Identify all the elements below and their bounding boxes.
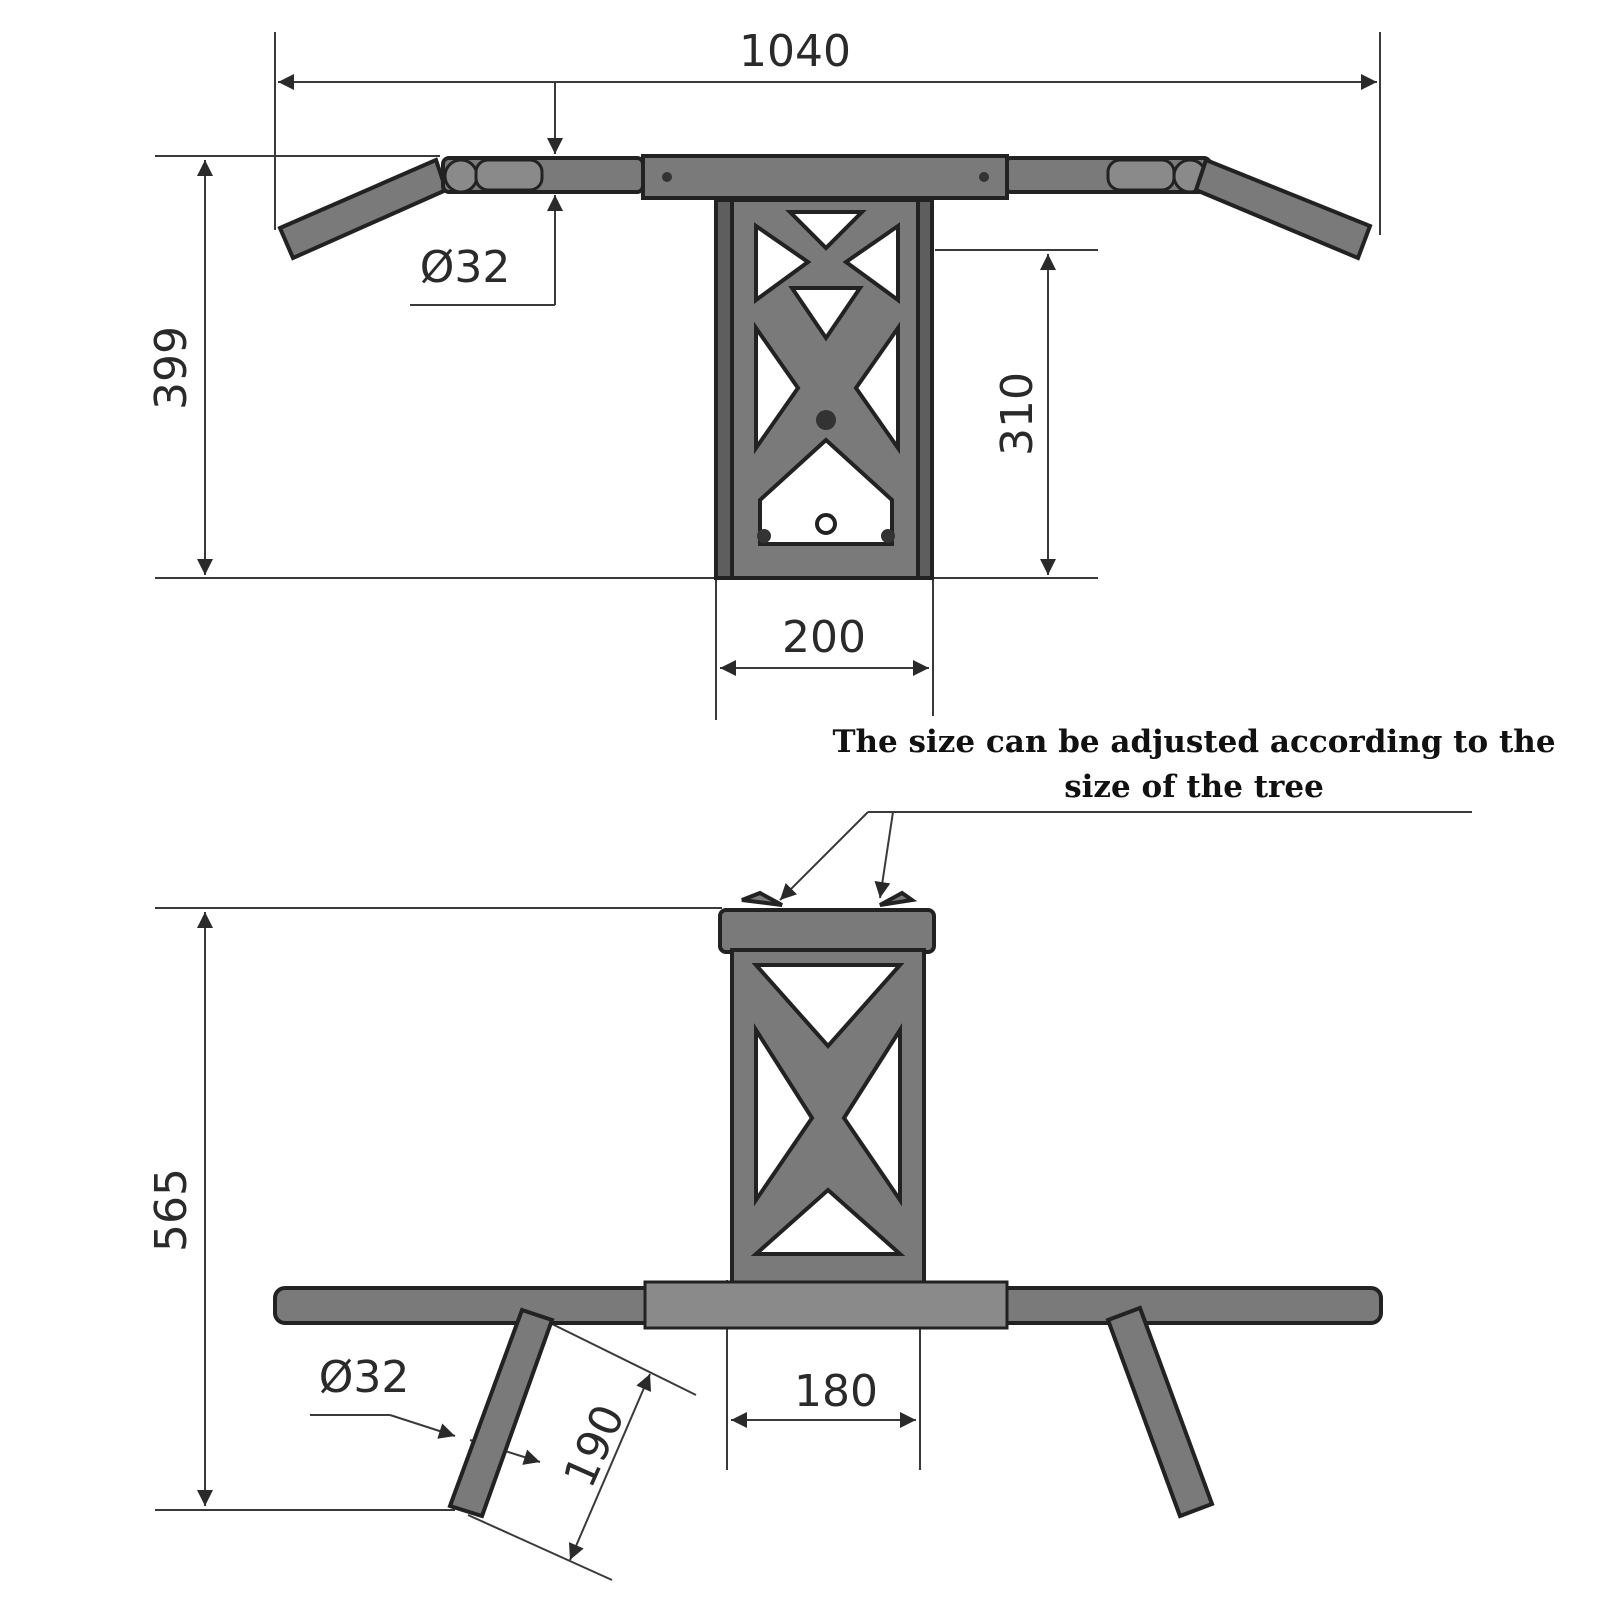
note-line-1: The size can be adjusted according to th…: [832, 724, 1555, 760]
bracket-bolt-br: [881, 529, 895, 543]
cap-tab-right: [879, 890, 918, 907]
note-leader-right: [874, 811, 894, 899]
bracket-window-upper-right: [842, 222, 900, 304]
note-leader-left: [779, 811, 869, 901]
note-line-2: size of the tree: [1064, 769, 1324, 805]
clamp-bolt-right: [979, 172, 989, 182]
front-left-handle: [447, 1307, 555, 1519]
clamp-bolt-left: [662, 172, 672, 182]
front-window-bottom: [750, 1187, 906, 1256]
front-window-left: [754, 1023, 815, 1207]
bracket-bolt-center: [816, 410, 836, 430]
note: The size can be adjusted according to th…: [779, 724, 1556, 901]
bar-right-grip: [1106, 158, 1176, 192]
top-cap: [718, 908, 936, 954]
dim-base-width-label: 200: [782, 612, 866, 663]
bracket-window-right: [853, 321, 900, 455]
cap-tab-left: [741, 890, 783, 907]
bar-left-cap: [443, 158, 479, 194]
bracket-window-upper-left: [754, 222, 812, 304]
dim-inner-height-label: 310: [992, 372, 1043, 456]
bracket-window-top: [785, 210, 867, 251]
front-view: 565 180 190 Ø32: [146, 890, 1383, 1581]
bracket-keyhole: [815, 513, 837, 535]
bracket-window-center-top: [788, 286, 864, 342]
dim-front-diameter-arrow-1: [389, 1414, 456, 1439]
dim-width-label: 1040: [739, 26, 851, 77]
bracket-window-bottom: [758, 437, 894, 546]
bracket-bolt-bl: [757, 529, 771, 543]
dim-front-diameter-label: Ø32: [319, 1352, 410, 1403]
dim-height-label: 399: [146, 326, 197, 410]
bracket-window-left: [754, 321, 801, 455]
bar-left-grip: [474, 158, 544, 192]
front-center-sleeve: [643, 1280, 1009, 1330]
center-clamp: [641, 154, 1009, 200]
right-handle-tube: [1193, 157, 1373, 261]
front-right-handle: [1105, 1305, 1215, 1519]
dim-handle-length: [568, 1373, 652, 1561]
dim-diameter-label: Ø32: [420, 242, 511, 293]
front-window-right: [841, 1023, 902, 1207]
dim-handle-length-label: 190: [554, 1397, 635, 1494]
dim-front-height-label: 565: [146, 1168, 197, 1252]
ext-line-handle-top: [547, 1321, 697, 1396]
dim-center-width-label: 180: [794, 1366, 878, 1417]
top-view: 1040 399 310 200 Ø32: [146, 26, 1381, 720]
ext-line-handle-bottom: [467, 1514, 613, 1581]
front-window-top: [751, 963, 905, 1050]
